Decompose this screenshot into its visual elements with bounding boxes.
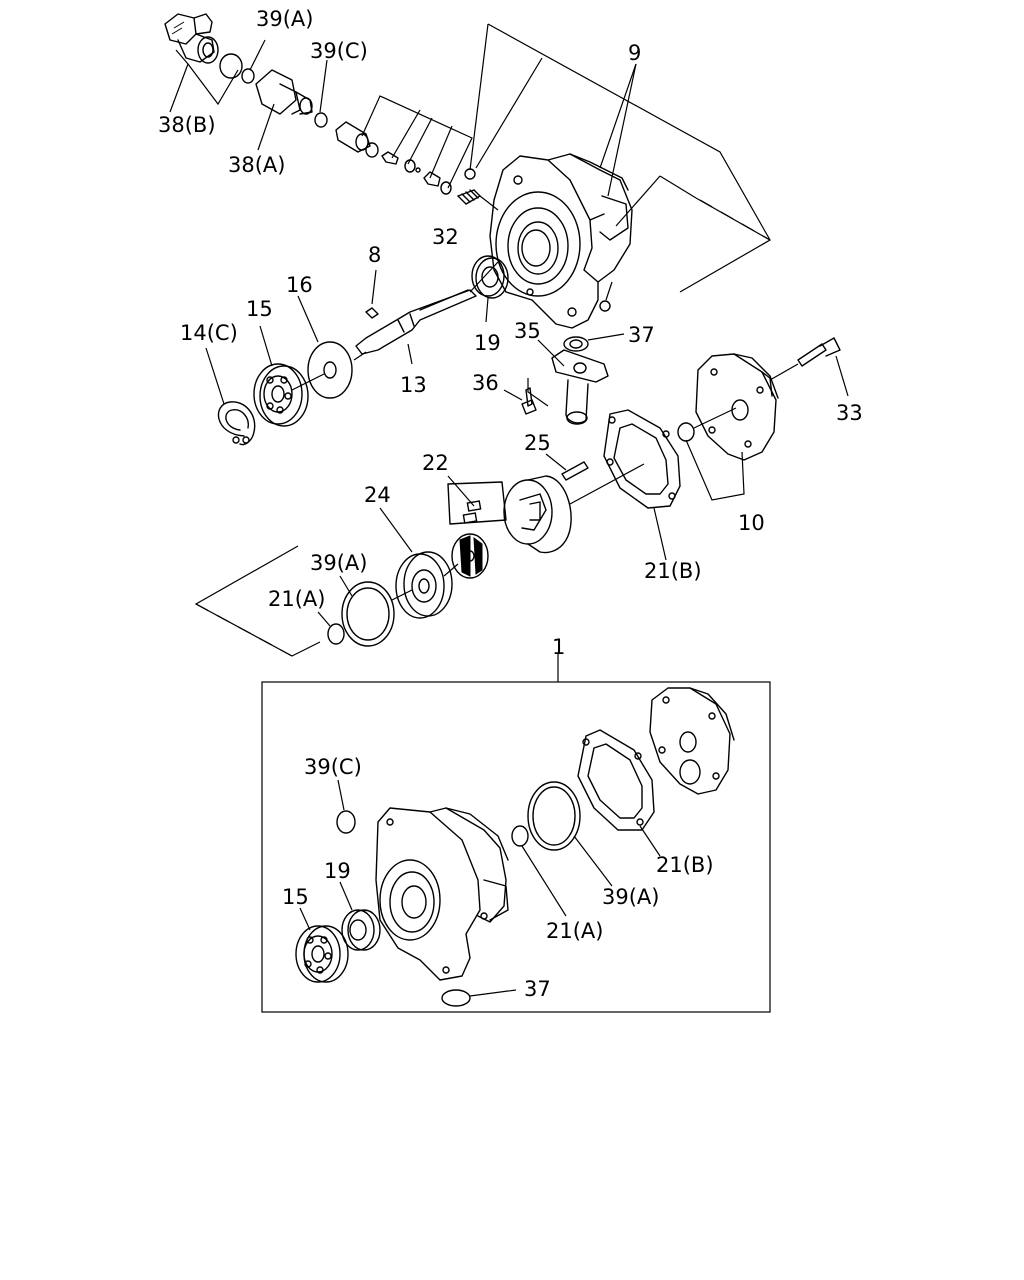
relief-valve-parts bbox=[335, 121, 452, 195]
label-37-box: 37 bbox=[524, 977, 551, 1001]
label-19-top: 19 bbox=[474, 331, 501, 355]
side-plate-24 bbox=[395, 551, 453, 619]
fitting-38b bbox=[164, 13, 219, 64]
assembly-1-box bbox=[261, 681, 771, 1013]
bolt-33 bbox=[797, 337, 841, 367]
label-21b-mid: 21(B) bbox=[644, 559, 702, 583]
label-39c-box: 39(C) bbox=[304, 755, 362, 779]
spring-32 bbox=[457, 189, 481, 205]
ball-bearing-15 bbox=[253, 363, 309, 427]
o-ring-39a-top bbox=[241, 68, 255, 84]
o-ring-21a-mid bbox=[327, 623, 345, 645]
key-8 bbox=[365, 307, 379, 319]
label-24: 24 bbox=[364, 483, 391, 507]
label-22: 22 bbox=[422, 451, 449, 475]
vanes-22 bbox=[447, 481, 507, 525]
label-10: 10 bbox=[738, 511, 765, 535]
washer-38b bbox=[219, 53, 243, 79]
o-ring-39a-mid bbox=[341, 581, 395, 647]
o-ring-39c-box bbox=[336, 810, 356, 834]
snap-ring-14c bbox=[217, 401, 256, 446]
bearing-19 bbox=[471, 255, 509, 299]
pump-housing-9 bbox=[489, 153, 633, 329]
o-ring-37-top bbox=[563, 336, 589, 352]
label-33: 33 bbox=[836, 401, 863, 425]
label-8: 8 bbox=[368, 243, 381, 267]
gasket-21b-mid bbox=[603, 409, 681, 509]
pin-ring-10 bbox=[677, 422, 695, 442]
label-15-top: 15 bbox=[246, 297, 273, 321]
label-36: 36 bbox=[472, 371, 499, 395]
rear-cover-box bbox=[649, 687, 735, 795]
label-37-top: 37 bbox=[628, 323, 655, 347]
o-ring-39a-box bbox=[527, 781, 581, 851]
label-15-box: 15 bbox=[282, 885, 309, 909]
rear-cover-10 bbox=[695, 353, 779, 461]
label-35: 35 bbox=[514, 319, 541, 343]
label-1: 1 bbox=[552, 635, 565, 659]
housing-box bbox=[375, 807, 509, 981]
o-ring-39c-top bbox=[314, 112, 328, 128]
o-ring-37-box bbox=[441, 989, 471, 1007]
cam-ring bbox=[503, 475, 572, 554]
bearing-19-box bbox=[341, 909, 381, 951]
gasket-21b-box bbox=[577, 729, 655, 831]
ball-bearing-15-box bbox=[295, 925, 349, 983]
o-ring-21a-box bbox=[511, 825, 529, 847]
label-16: 16 bbox=[286, 273, 313, 297]
washer-16 bbox=[307, 341, 353, 399]
label-39a-top: 39(A) bbox=[256, 7, 313, 31]
rotor bbox=[451, 533, 489, 579]
label-9: 9 bbox=[628, 41, 641, 65]
label-39a-box: 39(A) bbox=[602, 885, 659, 909]
label-38a: 38(A) bbox=[228, 153, 285, 177]
label-39c-top: 39(C) bbox=[310, 39, 368, 63]
label-39a-mid: 39(A) bbox=[310, 551, 367, 575]
label-38b: 38(B) bbox=[158, 113, 216, 137]
connector-38a bbox=[255, 69, 313, 115]
label-19-box: 19 bbox=[324, 859, 351, 883]
bolt-36 bbox=[521, 387, 537, 415]
label-32: 32 bbox=[432, 225, 459, 249]
label-13: 13 bbox=[400, 373, 427, 397]
shaft-13 bbox=[355, 289, 477, 355]
elbow-35 bbox=[551, 349, 609, 425]
label-25: 25 bbox=[524, 431, 551, 455]
label-21a-mid: 21(A) bbox=[268, 587, 325, 611]
label-21a-box: 21(A) bbox=[546, 919, 603, 943]
label-21b-box: 21(B) bbox=[656, 853, 714, 877]
pin-25 bbox=[561, 461, 589, 481]
label-14c: 14(C) bbox=[180, 321, 238, 345]
